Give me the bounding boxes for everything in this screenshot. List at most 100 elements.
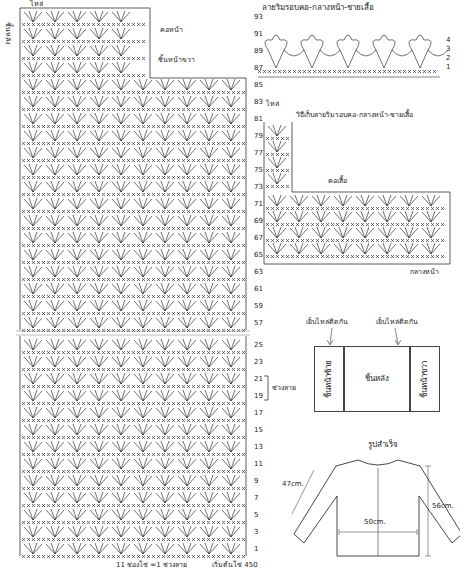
chart-edge — [20, 8, 21, 556]
row-number: 77 — [254, 149, 263, 157]
garment-panel: ชิ้นหลัง — [344, 346, 410, 412]
row-number: 13 — [254, 443, 263, 451]
stitch-row — [22, 441, 245, 456]
stitch-row — [22, 130, 245, 145]
row-number: 25 — [254, 341, 263, 349]
stitch-row — [266, 243, 444, 258]
stitch-row — [22, 475, 245, 490]
stitch-row — [22, 232, 245, 247]
chart-label: เริ่มต้นโซ่ 450 — [212, 561, 258, 569]
dimension-line — [292, 470, 314, 514]
chart-label: คอหน้า — [160, 26, 183, 34]
row-number: 59 — [254, 302, 263, 310]
front-opening — [378, 468, 379, 556]
row-number: 65 — [254, 251, 263, 259]
row-number: 89 — [254, 47, 263, 55]
stitch-row — [22, 300, 245, 315]
stitch-row — [22, 373, 245, 388]
stitch-strokes — [16, 8, 460, 558]
stitch-row — [22, 11, 145, 26]
chart-label: กลางหน้า — [410, 268, 439, 276]
row-number: 7 — [254, 494, 258, 502]
chart-label: ไหล่ — [266, 100, 279, 108]
stitch-row — [22, 79, 245, 94]
chart-edge — [246, 78, 247, 556]
garment-panel: ชิ้นหน้าขวา — [410, 346, 440, 412]
row-number: 11 — [254, 460, 263, 468]
stitch-row — [266, 227, 444, 242]
stitch-row — [22, 215, 245, 230]
dimension-line — [425, 466, 431, 556]
row-number: 3 — [254, 528, 258, 536]
stitch-row — [22, 198, 245, 213]
chart-label: วิธีเก็บลายริมรอบคอ-กลางหน้า-ชายเสื้อ — [296, 111, 413, 119]
stitch-row — [22, 113, 245, 128]
chart-label: 47cm. — [282, 480, 304, 488]
arrow-head — [327, 340, 401, 345]
panel-name: ชิ้นหน้าซ้าย — [325, 360, 334, 398]
jacket-outline — [294, 460, 460, 556]
stitch-row — [22, 147, 245, 162]
panel-name: ชิ้นหลัง — [365, 375, 389, 384]
stitch-row — [22, 249, 245, 264]
neck-edge — [150, 8, 246, 78]
chart-label: เย็บไหล่ติดกัน — [306, 318, 348, 326]
chart-label: 11 ช่องโซ่ =1 ช่วงลาย — [116, 561, 187, 569]
chart-label: ชิ้นหน้าขวา — [158, 56, 195, 64]
panel-name: ชิ้นหน้าขวา — [421, 360, 430, 397]
stitch-row — [22, 164, 245, 179]
stitch-row — [22, 407, 245, 422]
edging-base — [258, 77, 440, 78]
chart-label: เย็บไหล่ติดกัน — [376, 318, 418, 326]
chart-label: ชิ้นหลัง — [4, 22, 12, 44]
row-number: 79 — [254, 132, 263, 140]
stitch-row — [266, 157, 289, 172]
garment-panel: ชิ้นหน้าซ้าย — [314, 346, 344, 412]
stitch-row — [22, 28, 145, 43]
stitch-row — [22, 458, 245, 473]
chart-label: 56cm. — [432, 502, 454, 510]
row-number: 23 — [254, 358, 263, 366]
row-number: 69 — [254, 217, 263, 225]
row-number: 91 — [254, 30, 263, 38]
row-number: 1 — [254, 545, 258, 553]
row-number: 85 — [254, 81, 263, 89]
stitch-row — [22, 45, 145, 60]
row-number: 57 — [254, 319, 263, 327]
row-number: 67 — [254, 234, 263, 242]
row-number: 1 — [446, 63, 450, 71]
stitch-row — [266, 211, 444, 226]
stitch-row — [22, 356, 245, 371]
repeat-bracket — [264, 376, 268, 400]
row-number: 81 — [254, 115, 263, 123]
stitch-row — [22, 266, 245, 281]
chart-label: ไหล่ — [30, 0, 43, 8]
edging-stitches — [258, 35, 448, 73]
row-number: 61 — [254, 285, 263, 293]
row-number: 83 — [254, 98, 263, 106]
stitch-row — [22, 62, 145, 77]
stitch-row — [22, 509, 245, 524]
stitch-row — [266, 125, 289, 140]
chart-label: 50cm. — [364, 518, 386, 526]
jacket-outline — [292, 466, 460, 556]
row-number: 71 — [254, 200, 263, 208]
row-number: 21 — [254, 375, 263, 383]
stitch-row — [22, 339, 245, 354]
chart-outline — [264, 122, 450, 264]
row-number: 2 — [446, 54, 450, 62]
row-number: 75 — [254, 166, 263, 174]
row-number: 15 — [254, 426, 263, 434]
stitch-row — [22, 283, 245, 298]
leader-line — [330, 328, 398, 344]
chart-label: คอเสื้อ — [328, 177, 347, 185]
chart-label: รูปสำเร็จ — [368, 440, 398, 449]
stitch-row — [22, 390, 245, 405]
row-number: 87 — [254, 64, 263, 72]
row-number: 19 — [254, 392, 263, 400]
stitch-row — [22, 181, 245, 196]
stitch-row — [266, 173, 289, 188]
row-number: 5 — [254, 511, 258, 519]
